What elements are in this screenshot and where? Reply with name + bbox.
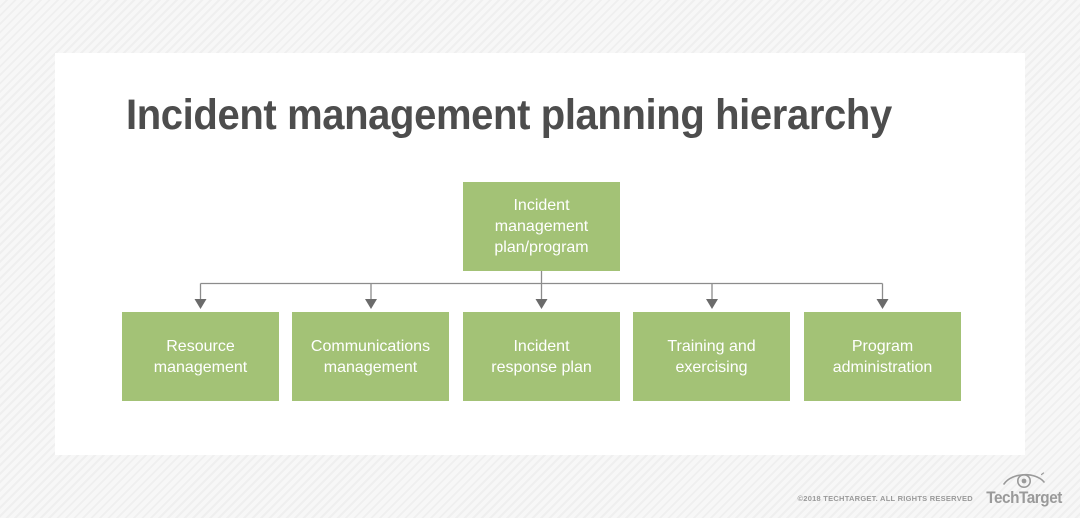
hierarchy-diagram: Incident management plan/program Resourc… <box>55 53 1025 455</box>
node-root-line-2: management <box>494 218 589 235</box>
page-title: Incident management planning hierarchy <box>126 91 892 139</box>
node-line-2: administration <box>832 358 933 376</box>
eye-icon <box>1003 472 1045 488</box>
techtarget-wordmark: TechTarget <box>986 488 1062 507</box>
node-training-and-exercising: Training and exercising <box>633 312 790 401</box>
node-incident-response-plan: Incident response plan <box>463 312 620 401</box>
techtarget-logo: TechTarget <box>982 471 1066 506</box>
node-line-2: management <box>323 358 418 376</box>
node-line-1: Resource <box>166 337 235 355</box>
footer: ©2018 TECHTARGET. ALL RIGHTS RESERVED Te… <box>798 471 1066 506</box>
node-line-1: Program <box>851 337 914 355</box>
node-program-administration: Program administration <box>804 312 961 401</box>
node-line-1: Training and <box>667 337 756 355</box>
node-line-2: response plan <box>491 358 592 376</box>
node-root-line-1: Incident <box>513 197 570 214</box>
node-communications-management: Communications management <box>292 312 449 401</box>
node-line-1: Communications <box>310 337 431 355</box>
node-line-2: management <box>153 358 248 376</box>
copyright-text: ©2018 TECHTARGET. ALL RIGHTS RESERVED <box>797 494 973 503</box>
node-root-line-3: plan/program <box>494 239 589 256</box>
content-card: Incident management planning hierarchy I… <box>55 53 1025 455</box>
node-line-2: exercising <box>675 358 748 376</box>
node-line-1: Incident <box>513 337 570 355</box>
node-resource-management: Resource management <box>122 312 279 401</box>
node-root: Incident management plan/program <box>463 182 620 271</box>
